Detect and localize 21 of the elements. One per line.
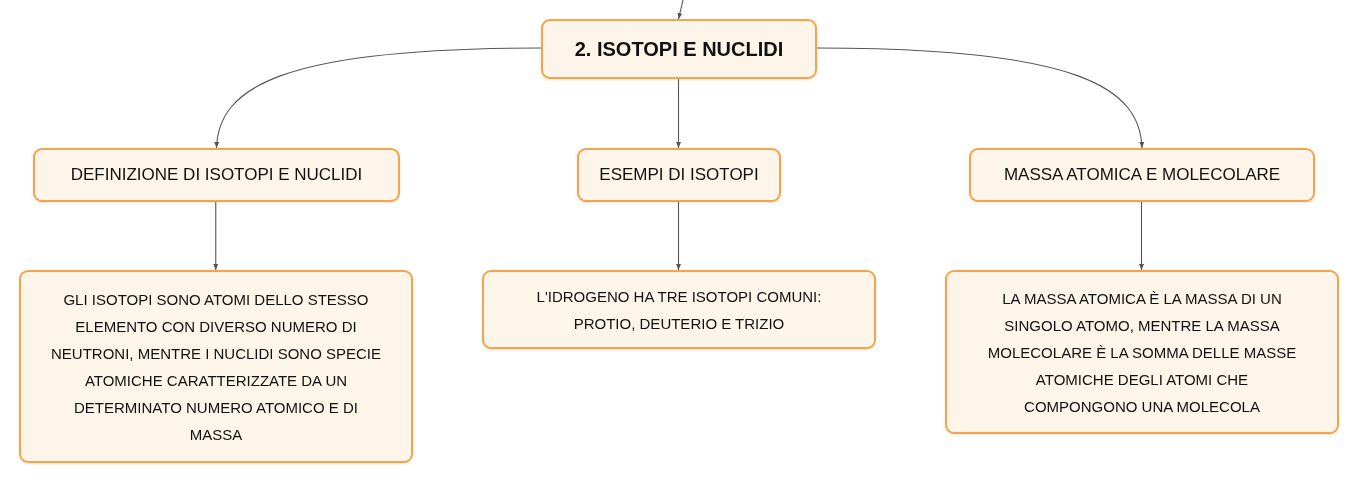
connector-arrow: [676, 201, 681, 271]
subtopic-label: DEFINIZIONE DI ISOTOPI E NUCLIDI: [70, 165, 363, 185]
subtopic-label: ESEMPI DI ISOTOPI: [599, 165, 759, 185]
detail-text: LA MASSA ATOMICA È LA MASSA DI UN SINGOLO ATOMO, MENTRE LA MASSA MOLECOLARE È LA SOMMA DELLE MASSE ATOMICHE DEGLI ATOMI CHE COMPONGONO UNA MOLECOLA: [986, 288, 1298, 417]
detail-box: [945, 270, 1339, 434]
connector-arrow: [1139, 201, 1144, 271]
connector-arrow: [816, 47, 1144, 149]
detail-box: [482, 270, 876, 349]
detail-text: GLI ISOTOPI SONO ATOMI DELLO STESSO ELEMENTO CON DIVERSO NUMERO DI NEUTRONI, MENTRE I NUCLIDI SONO SPECIE ATOMICHE CARATTERIZZATE DA UN DETERMINATO NUMERO ATOMICO E DI MASSA: [49, 289, 382, 445]
detail-text: L'IDROGENO HA TRE ISOTOPI COMUNI: PROTIO, DEUTERIO E TRIZIO: [535, 286, 823, 334]
connector-arrow: [214, 47, 542, 149]
connector-arrow: [677, 0, 684, 20]
connector-arrow: [676, 78, 681, 149]
subtopic-box: [969, 148, 1315, 202]
subtopic-box: [577, 148, 781, 202]
subtopic-label: MASSA ATOMICA E MOLECOLARE: [1003, 165, 1281, 185]
detail-box: [19, 270, 413, 463]
central-topic-box: [541, 19, 817, 79]
connector-arrow: [213, 201, 219, 271]
subtopic-box: [33, 148, 400, 202]
topic-title: 2. ISOTOPI E NUCLIDI: [574, 37, 784, 61]
